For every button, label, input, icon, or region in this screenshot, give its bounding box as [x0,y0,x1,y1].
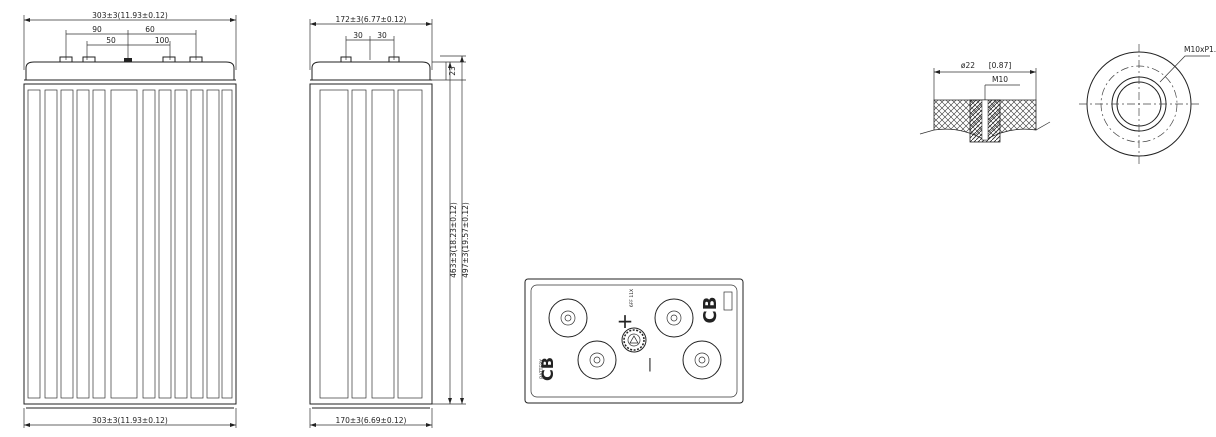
front-spacing-50: 50 [106,36,116,45]
terminal-post-2 [654,298,694,338]
terminal-thread-label: M10xP1.5 [1184,45,1216,54]
terminal-diameter-inch: [0.87] [989,61,1012,70]
terminal-post-3 [577,340,617,380]
side-lid-height: 23 [448,66,457,76]
brand-logo-left: CB BATTERY [538,357,557,381]
front-spacing-100: 100 [155,36,170,45]
positive-sign: + [617,309,634,333]
top-view: + | 6FF 11X CB CB BATTERY [524,278,744,404]
svg-text:CB: CB [538,357,557,381]
front-spacing-90: 90 [92,25,102,34]
terminal-thread: M10 [992,75,1008,84]
terminal-section-view: ø22 [0.87] M10 [919,61,1051,143]
front-spacing-60: 60 [145,25,155,34]
terminal-post-1 [548,298,588,338]
vent-cap [621,327,647,353]
side-height-2: 497±3(19.57±0.12) [461,202,470,278]
terminal-diameter: ø22 [961,61,975,70]
front-bottom-width-label: 303±3(11.93±0.12) [92,416,168,425]
front-view: 303±3(11.93±0.12) 90 60 50 100 [23,11,237,428]
side-spacing-b: 30 [377,31,387,40]
brand-logo-right: CB [700,291,733,324]
negative-sign: | [648,357,652,372]
side-spacing-a: 30 [353,31,363,40]
model-text: 6FF 11X [629,289,635,307]
front-top-width-label: 303±3(11.93±0.12) [92,11,168,20]
side-bottom-width-label: 170±3(6.69±0.12) [336,416,407,425]
front-ribs [27,89,233,399]
side-view: 172±3(6.77±0.12) 30 30 23 463±3(18 [309,15,470,428]
side-height-1: 463±3(18.23±0.12) [449,202,458,278]
side-top-width-label: 172±3(6.77±0.12) [336,15,407,24]
terminal-top-view: M10xP1.5 [1079,44,1216,164]
side-ribs [319,89,423,399]
svg-text:BATTERY: BATTERY [539,359,545,379]
svg-text:CB: CB [700,297,721,324]
terminal-post-4 [682,340,722,380]
